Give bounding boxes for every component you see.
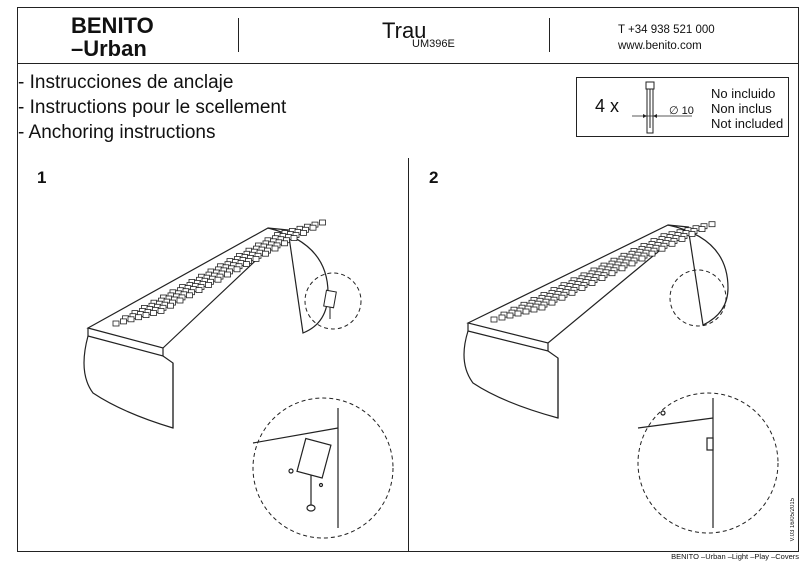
seat-perforation [290,235,298,242]
seat-perforation [628,260,636,267]
seat-perforation [568,289,576,296]
seat-perforation [558,294,566,301]
step-divider [408,158,409,552]
seat-perforation [186,292,193,299]
not-included-fr: Non inclus [711,101,772,116]
seat-perforation [167,302,174,309]
not-included-es: No incluido [711,86,776,101]
instruction-title-en: - Anchoring instructions [18,122,216,143]
seat-perforation [668,240,676,247]
seat-perforation [135,314,142,321]
bolt-icon [632,81,692,134]
seat-perforation [490,316,498,323]
seat-perforation [618,265,626,272]
seat-perforation [688,231,696,237]
seat-perforation [309,224,317,231]
document-sheet: BENITO –Urban Trau UM396E T +34 938 521 … [17,7,799,552]
header-divider-right [549,18,550,52]
step-1-bench-illustration [83,219,394,539]
product-name: Trau [382,18,427,43]
seat-perforation [262,250,269,257]
brand-logo: BENITO –Urban [71,14,154,60]
seat-perforation [648,250,656,257]
seat-perforation [233,266,241,273]
seat-perforation [588,280,596,286]
seat-perforation [112,320,120,327]
seat-perforation [281,240,288,247]
seat-perforation [530,306,538,313]
website: www.benito.com [618,40,702,52]
instruction-titles: - Instrucciones de anclaje - Instruction… [18,70,286,145]
seat-perforation [578,285,586,291]
seat-perforation [598,275,606,281]
seat-perforation [538,304,546,311]
seat-perforation [678,235,686,242]
brand-line-1: BENITO [71,13,154,38]
bolt-diameter: ∅ 10 [669,104,694,117]
seat-perforation [271,245,279,252]
footer-brand-lines: BENITO –Urban –Light –Play –Covers [671,552,799,561]
seat-perforation [698,226,706,233]
step-2-bench-illustration [463,221,779,534]
brand-line-2: –Urban [71,36,147,61]
seat-perforation [522,308,530,315]
diameter-value: 10 [681,105,694,117]
seat-perforation [243,261,250,267]
phone-number: T +34 938 521 000 [618,24,715,36]
seat-perforation [176,297,184,304]
seat-perforation [319,219,326,226]
bolt-quantity: 4 x [595,96,620,116]
seat-perforation [157,308,165,314]
seat-perforation [708,221,716,228]
header-divider [18,63,798,64]
diameter-symbol: ∅ [669,105,679,117]
product-code: UM396E [412,38,455,50]
seat-perforation [150,310,157,316]
seat-perforation [120,318,127,325]
seat-perforation [608,270,616,277]
seat-perforation [205,282,212,288]
seat-perforation [300,229,307,236]
seat-perforation [498,314,506,321]
seat-perforation [127,316,135,323]
seat-perforation [214,276,222,283]
contact-info: T +34 938 521 000 www.benito.com [618,22,715,54]
not-included-labels: No incluido Non inclus Not included [711,86,783,131]
header-divider-left [238,18,239,52]
seat-perforation [548,299,556,306]
seat-perforation [506,312,514,319]
version-stamp: V.03 16/05/2015 [790,498,796,542]
step-2-number: 2 [429,168,439,187]
step-1-number: 1 [37,168,47,187]
bolt-requirement-box: 4 x ∅ 10 No incluido Non inclus Not incl… [576,77,789,137]
not-included-en: Not included [711,116,784,131]
seat-perforation [514,310,522,317]
seat-perforation [658,245,666,252]
seat-perforation [224,271,231,278]
seat-perforation [195,287,203,293]
seat-perforation [638,255,646,262]
seat-perforation [252,256,260,262]
seat-perforation [142,312,150,318]
instruction-title-fr: - Instructions pour le scellement [18,97,287,118]
instruction-title-es: - Instrucciones de anclaje [18,72,234,93]
